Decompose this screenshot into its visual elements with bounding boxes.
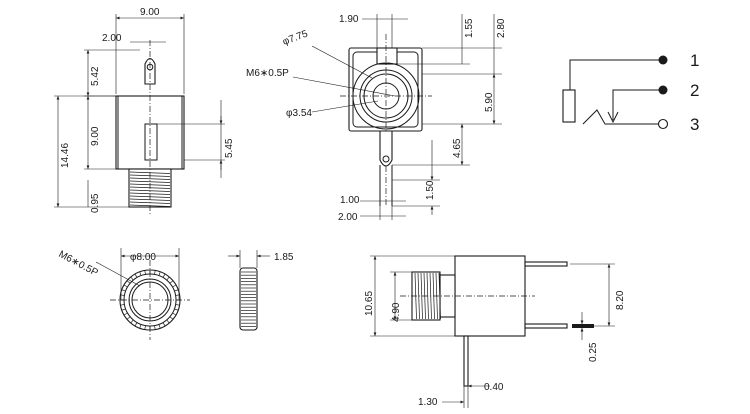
dim-top-pin-thickness: 1.00 bbox=[340, 195, 360, 206]
side-pin-bottom bbox=[524, 323, 568, 329]
nut-side bbox=[239, 267, 258, 331]
hatch-line bbox=[144, 270, 146, 275]
hatch-line bbox=[169, 280, 174, 284]
dim-total-height: 14.46 bbox=[60, 143, 71, 168]
hatch-line bbox=[129, 189, 171, 192]
hatch-line bbox=[134, 273, 138, 278]
side-view: 10.65 4.90 8.20 0.25 1.30 0.40 bbox=[364, 255, 626, 408]
label-outer-dia: φ7.75 bbox=[281, 28, 310, 47]
hatch-line bbox=[123, 284, 128, 288]
dim-side-height: 10.65 bbox=[364, 291, 375, 316]
side-pin-top bbox=[524, 261, 568, 267]
dim-top-pin-width: 2.00 bbox=[338, 212, 358, 223]
dim-pin-thickness: 0.25 bbox=[588, 342, 599, 362]
schematic: 1 2 3 bbox=[562, 51, 699, 134]
top-pin bbox=[379, 130, 393, 167]
hatch-line bbox=[175, 304, 180, 306]
terminal-1 bbox=[658, 55, 668, 65]
hatch-line bbox=[130, 276, 134, 281]
label-inner-dia: φ3.54 bbox=[286, 108, 312, 119]
hatch-line bbox=[121, 308, 126, 311]
pin-label-2: 2 bbox=[690, 81, 699, 100]
hatch-line bbox=[120, 304, 125, 306]
dim-nut-thickness: 1.85 bbox=[274, 252, 294, 263]
label-thread: M6∗0.5P bbox=[246, 68, 289, 79]
schematic-arrow bbox=[607, 111, 619, 124]
hatch-line bbox=[166, 276, 170, 281]
dim-top-height: 2.80 bbox=[496, 18, 507, 38]
dim-width: 9.00 bbox=[140, 7, 160, 18]
terminal-3 bbox=[657, 118, 669, 130]
hatch-line bbox=[174, 308, 179, 311]
hatch-line bbox=[417, 272, 420, 320]
dim-slot-height: 5.45 bbox=[224, 138, 235, 158]
dim-top-pin-offset: 1.90 bbox=[339, 14, 359, 25]
hatch-line bbox=[154, 270, 156, 275]
dim-thread-gap: 0.95 bbox=[90, 193, 101, 213]
dim-pin-width: 0.40 bbox=[484, 382, 504, 393]
hatch-line bbox=[126, 280, 131, 284]
dim-top-pin-length: 1.50 bbox=[425, 180, 436, 200]
hatch-line bbox=[162, 273, 166, 278]
hatch-line bbox=[172, 312, 177, 316]
top-notch bbox=[376, 47, 398, 65]
hatch-line bbox=[129, 177, 171, 180]
hatch-line bbox=[126, 316, 131, 320]
hatch-line bbox=[139, 324, 142, 329]
dim-thread-height: 4.90 bbox=[391, 302, 402, 322]
dim-pin-spacing: 8.20 bbox=[615, 290, 626, 310]
top-view: φ7.75 M6∗0.5P φ3.54 1.90 1.55 2.80 5.90 … bbox=[246, 14, 507, 223]
dim-lower-height: 4.65 bbox=[452, 138, 463, 158]
hatch-line bbox=[438, 272, 441, 320]
hatch-line bbox=[162, 322, 166, 327]
pin-label-3: 3 bbox=[690, 115, 699, 134]
body-slot bbox=[144, 123, 158, 161]
dim-body-height: 9.00 bbox=[90, 126, 101, 146]
hatch-line bbox=[154, 325, 156, 330]
schematic-contact bbox=[562, 89, 576, 123]
front-view: 9.00 2.00 5.42 14.46 9.00 0.95 5.45 bbox=[54, 7, 235, 215]
dim-nut-diameter: φ8.00 bbox=[130, 252, 156, 263]
terminal-2 bbox=[658, 85, 668, 95]
dim-center-height: 5.90 bbox=[484, 92, 495, 112]
hatch-line bbox=[158, 324, 161, 329]
nut-view: φ8.00 M6∗0.5P 1.85 bbox=[57, 248, 294, 340]
dim-notch-depth: 1.55 bbox=[464, 18, 475, 38]
hatch-line bbox=[123, 312, 128, 316]
dim-pin-pitch: 1.30 bbox=[418, 397, 438, 408]
side-pin-down bbox=[463, 335, 469, 387]
hatch-line bbox=[139, 271, 142, 276]
dim-pin-offset: 2.00 bbox=[102, 33, 122, 44]
hatch-line bbox=[158, 271, 161, 276]
hatch-line bbox=[166, 319, 170, 324]
label-nut-thread: M6∗0.5P bbox=[57, 249, 100, 279]
hatch-line bbox=[130, 319, 134, 324]
hatch-line bbox=[174, 289, 179, 292]
hatch-line bbox=[134, 322, 138, 327]
pin-label-1: 1 bbox=[690, 51, 699, 70]
hatch-line bbox=[121, 289, 126, 292]
hatch-line bbox=[420, 272, 423, 320]
dim-pin-height: 5.42 bbox=[90, 66, 101, 86]
hatch-line bbox=[129, 180, 171, 183]
hatch-line bbox=[144, 325, 146, 330]
hatch-line bbox=[172, 284, 177, 288]
hatch-line bbox=[169, 316, 174, 320]
hatch-line bbox=[129, 192, 171, 195]
